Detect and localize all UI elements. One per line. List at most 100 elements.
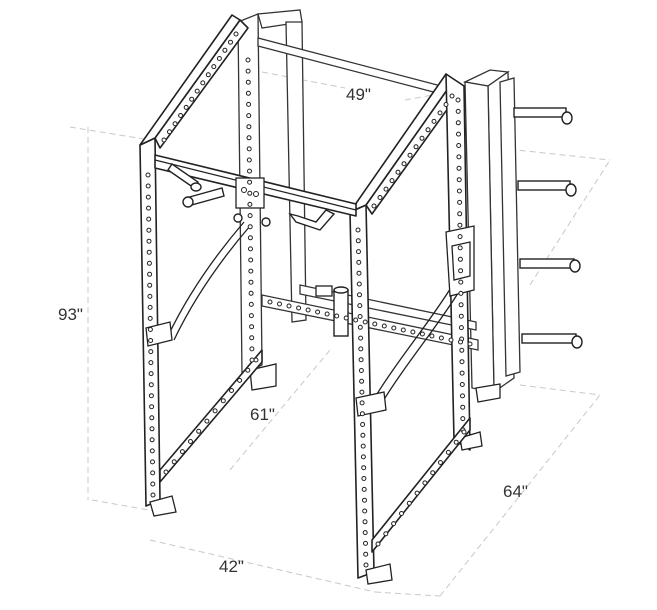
upright-hole xyxy=(148,349,154,355)
upright-hole xyxy=(149,448,155,454)
upright-hole xyxy=(407,152,413,158)
upright-hole xyxy=(296,305,302,311)
upright-hole xyxy=(249,324,255,330)
upright-hole xyxy=(204,418,210,424)
upright-hole xyxy=(458,302,464,308)
upright-hole xyxy=(419,331,425,337)
upright-hole xyxy=(247,224,253,230)
upright-hole xyxy=(161,137,167,143)
upright-hole xyxy=(361,465,367,471)
upright-hole xyxy=(457,234,463,240)
upright-hole xyxy=(146,249,152,255)
upright-hole xyxy=(399,511,404,516)
depth-dimension-label: 64" xyxy=(503,482,528,501)
upright-hole xyxy=(246,124,252,130)
upright-hole xyxy=(361,486,367,492)
upright-hole xyxy=(437,110,443,116)
upright-hole xyxy=(189,96,195,102)
upright-hole xyxy=(147,293,153,299)
upright-hole xyxy=(413,144,419,150)
upright-hole xyxy=(150,481,156,487)
upright-hole xyxy=(362,530,368,536)
upright-hole xyxy=(355,227,361,233)
upright-hole xyxy=(456,131,461,137)
top-width-dimension-label: 49" xyxy=(346,85,371,104)
upright-hole xyxy=(391,521,397,527)
upright-hole xyxy=(248,301,254,307)
upright-hole xyxy=(459,382,465,387)
upright-hole xyxy=(246,101,252,107)
upright-hole xyxy=(149,437,155,443)
upright-hole xyxy=(362,519,368,525)
dimension-labels: 93" 49" 61" 64" 42" xyxy=(58,85,528,576)
upright-hole xyxy=(358,357,364,363)
upright-hole xyxy=(383,186,389,192)
upright-hole xyxy=(145,172,151,178)
upright-hole xyxy=(455,120,461,126)
upright-hole xyxy=(438,335,444,341)
upright-hole xyxy=(146,216,152,222)
upright-hole xyxy=(360,443,366,449)
upright-hole xyxy=(248,257,254,263)
upright-hole xyxy=(359,389,365,395)
upright-hole xyxy=(356,259,362,265)
upright-hole xyxy=(247,190,253,196)
upright-hole xyxy=(248,290,254,296)
upright-hole xyxy=(460,404,466,410)
upright-hole xyxy=(363,540,368,546)
upright-hole xyxy=(205,72,211,78)
upright-hole xyxy=(146,227,152,233)
upright-hole xyxy=(245,79,251,85)
upright-hole xyxy=(419,135,425,141)
upright-hole xyxy=(456,154,462,160)
upright-hole xyxy=(246,113,252,119)
upright-hole xyxy=(246,157,252,163)
upright-hole xyxy=(249,357,255,363)
upright-hole xyxy=(377,195,383,200)
upright-hole xyxy=(362,319,368,325)
upright-hole xyxy=(363,551,369,557)
upright-hole xyxy=(353,317,359,323)
upright-hole xyxy=(457,256,463,262)
upright-hole xyxy=(147,271,153,277)
width-dimension-label: 42" xyxy=(219,557,244,576)
upright-hole xyxy=(245,68,251,74)
upright-hole xyxy=(148,371,154,377)
upright-hole xyxy=(357,292,362,298)
upright-hole xyxy=(211,64,217,70)
upright-hole xyxy=(458,290,464,296)
upright-hole xyxy=(429,333,435,339)
upright-hole xyxy=(360,422,366,427)
upright-hole xyxy=(247,235,253,241)
upright-hole xyxy=(324,311,330,317)
upright-hole xyxy=(425,127,431,133)
upright-hole xyxy=(438,460,443,465)
upright-hole xyxy=(148,338,154,343)
upright-hole xyxy=(395,169,401,175)
upright-hole xyxy=(146,260,152,266)
upright-hole xyxy=(430,470,436,476)
upright-hole xyxy=(456,165,462,171)
upright-hole xyxy=(391,325,397,331)
upright-hole-pattern xyxy=(145,31,473,568)
upright-hole xyxy=(305,307,311,313)
upright-hole xyxy=(246,135,252,141)
back-left-upright xyxy=(237,9,307,391)
upright-hole xyxy=(355,238,361,244)
upright-hole xyxy=(150,470,156,476)
upright-hole xyxy=(449,93,455,99)
upright-hole xyxy=(458,339,463,345)
upright-hole xyxy=(145,194,151,200)
upright-hole xyxy=(359,411,365,417)
upright-hole xyxy=(445,449,451,455)
safety-straps xyxy=(145,221,461,417)
upright-hole xyxy=(247,179,253,185)
upright-hole xyxy=(212,408,218,414)
upright-hole xyxy=(216,56,222,61)
upright-hole xyxy=(163,469,169,475)
upright-hole xyxy=(356,270,362,276)
upright-hole xyxy=(149,426,155,432)
upright-hole xyxy=(356,249,361,255)
upright-hole xyxy=(422,480,428,486)
back-right-upright xyxy=(462,69,521,403)
